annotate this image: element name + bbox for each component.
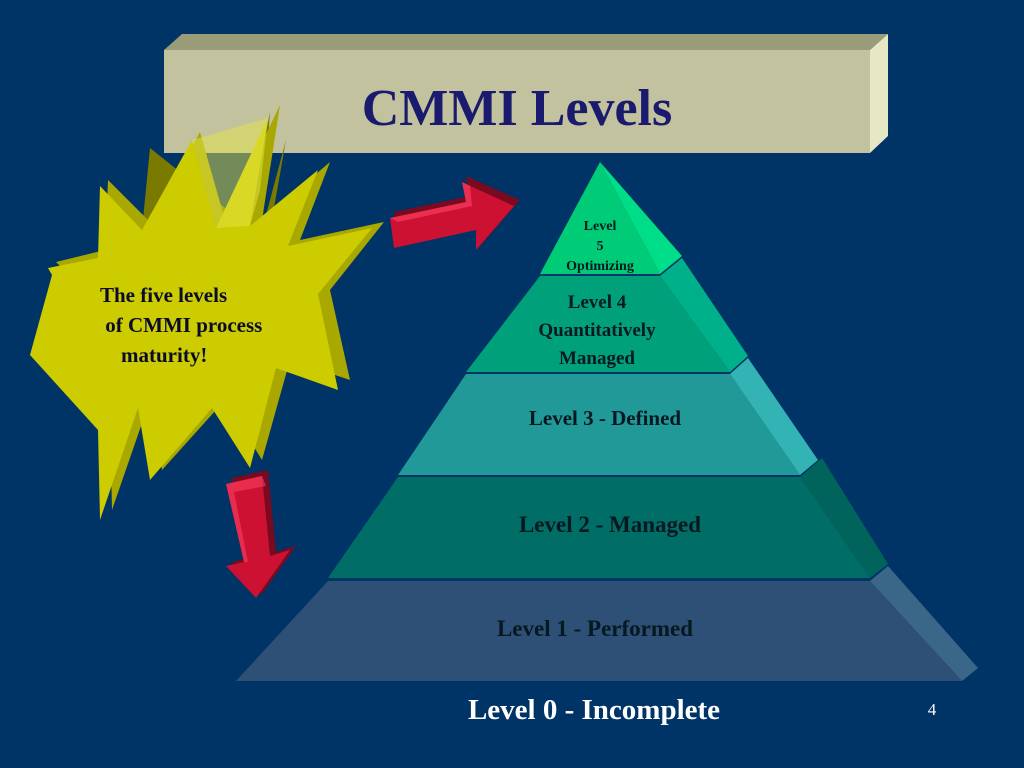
title-bar (164, 34, 888, 153)
pyramid-level-3 (398, 374, 800, 475)
level-1-label: Level 1 - Performed (496, 616, 694, 641)
level-3-label: Level 3 - Defined (528, 406, 682, 430)
level-0-label: Level 0 - Incomplete (467, 694, 721, 726)
level-5-label: Level 5 Optimizing (566, 219, 634, 274)
pyramid-level-5 (540, 162, 660, 274)
pyramid-level-1 (236, 581, 962, 681)
starburst-shape (30, 105, 384, 520)
pyramid-level-2 (328, 477, 870, 578)
slide-title: CMMI Levels (361, 80, 673, 137)
pyramid-level-4 (466, 276, 730, 372)
pyramid (236, 162, 978, 681)
level-2-label: Level 2 - Managed (518, 512, 702, 537)
page-number: 4 (927, 700, 937, 719)
level-4-label: Level 4 Quantitatively Managed (538, 292, 656, 369)
arrow-right-icon (390, 176, 520, 250)
arrow-down-icon (226, 470, 296, 598)
callout-text: The five levels of CMMI process maturity… (100, 283, 263, 367)
